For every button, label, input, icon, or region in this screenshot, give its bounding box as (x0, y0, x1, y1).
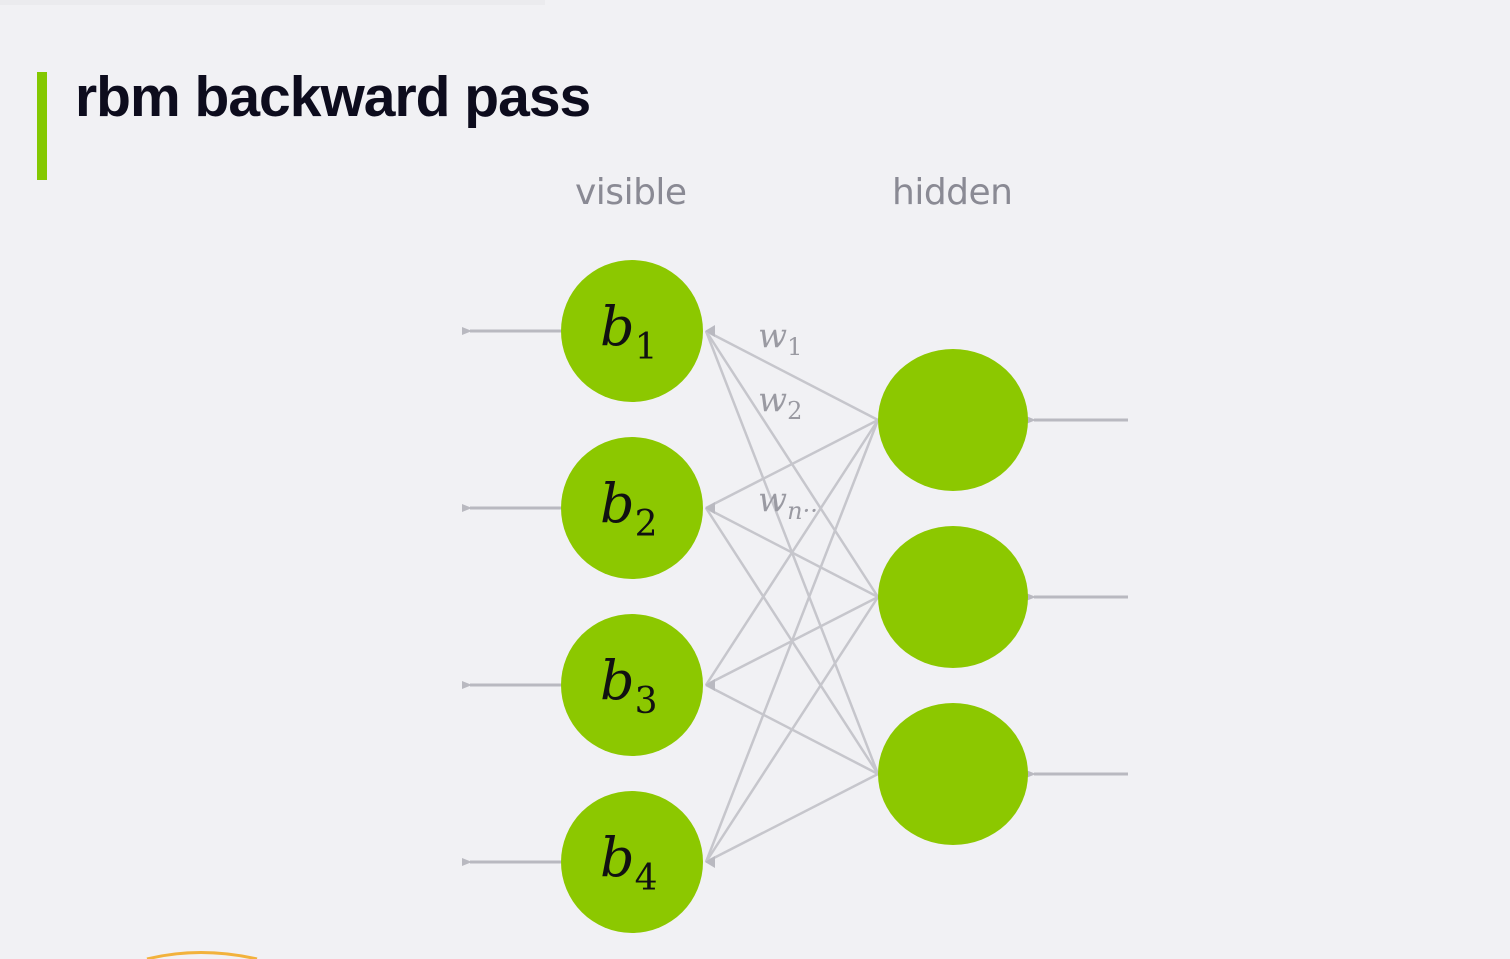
bias-arrows (462, 327, 1128, 866)
hidden-node-h1 (878, 349, 1028, 491)
visible-node-v3: b3 (561, 614, 703, 756)
visible-node-v4: b4 (561, 791, 703, 933)
bias-label-v1: b1 (600, 295, 657, 368)
weight-edge-h3-v4 (705, 772, 879, 864)
hidden-node-h2 (878, 526, 1028, 668)
weight-subscript: 2 (787, 397, 802, 425)
weight-edge-h3-v2 (704, 507, 880, 775)
weight-label-3: wn·· (758, 480, 818, 525)
weight-label-1: w1 (758, 316, 802, 361)
bias-symbol: b (600, 649, 635, 712)
bias-label-v3: b3 (600, 649, 657, 722)
bias-label-v4: b4 (600, 826, 657, 899)
weight-subscript: n (787, 497, 802, 525)
bias-subscript: 4 (635, 858, 658, 899)
incoming-arrowhead-v4 (705, 856, 715, 868)
visible-layer-label: visible (575, 172, 687, 213)
weight-edge-h2-v1 (704, 330, 880, 598)
hidden-node-h3 (878, 703, 1028, 845)
weight-edges (704, 325, 880, 868)
visible-node-circle (561, 614, 703, 756)
weight-symbol: w (758, 480, 787, 520)
bias-subscript: 2 (635, 504, 658, 545)
incoming-arrowhead-v2 (705, 502, 715, 514)
weight-ellipsis: ·· (803, 497, 818, 525)
incoming-arrowhead-v1 (705, 325, 715, 337)
title-accent-bar (37, 72, 47, 180)
weight-symbol: w (758, 316, 787, 356)
weight-label-2: w2 (758, 380, 802, 425)
bias-symbol: b (600, 472, 635, 535)
slide-title: rbm backward pass (75, 65, 591, 129)
orange-annotation-arc (146, 951, 258, 959)
hidden-layer (878, 349, 1028, 845)
weight-edge-h1-v1 (705, 329, 879, 422)
bias-symbol: b (600, 295, 635, 358)
incoming-arrowhead-v3 (705, 679, 715, 691)
visible-node-circle (561, 260, 703, 402)
visible-node-v1: b1 (561, 260, 703, 402)
hidden-layer-label: hidden (892, 172, 1013, 213)
visible-node-circle (561, 437, 703, 579)
visible-node-circle (561, 791, 703, 933)
weight-edge-h3-v3 (705, 683, 879, 776)
weight-edge-h3-v1 (704, 330, 880, 775)
top-strip (0, 0, 545, 5)
bias-subscript: 3 (635, 681, 658, 722)
bias-subscript: 1 (635, 327, 658, 368)
visible-node-v2: b2 (561, 437, 703, 579)
weight-symbol: w (758, 380, 787, 420)
bias-label-v2: b2 (600, 472, 657, 545)
bias-symbol: b (600, 826, 635, 889)
weight-subscript: 1 (787, 333, 802, 361)
